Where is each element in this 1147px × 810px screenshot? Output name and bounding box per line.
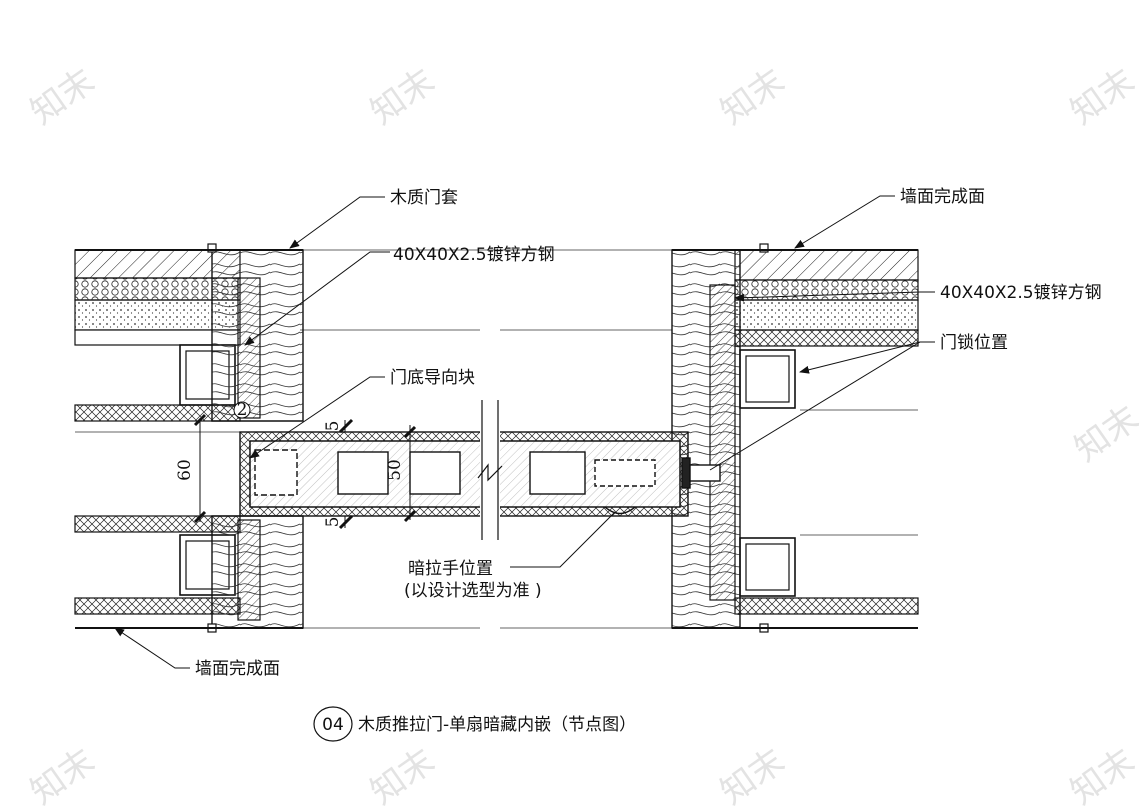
dimension-gap-bottom: 5 — [323, 517, 343, 528]
watermark-text: 知末 — [23, 61, 102, 133]
caption-number: 04 — [322, 715, 344, 735]
label-steel-left: 40X40X2.5镀锌方钢 — [393, 245, 555, 265]
label-handle-note: (以设计选型为准 ) — [404, 581, 542, 601]
watermark-text: 知末 — [1063, 61, 1142, 133]
dimension-opening: 60 — [175, 459, 195, 481]
caption-number-circle — [313, 706, 353, 742]
point-marker-label: 2 — [237, 400, 248, 420]
watermark-text: 知末 — [1067, 398, 1146, 470]
dimensions — [193, 413, 417, 530]
label-handle-position: 暗拉手位置 — [408, 559, 493, 579]
watermark-text: 知末 — [713, 741, 792, 810]
dimension-gap-top: 5 — [323, 421, 343, 432]
label-steel-right: 40X40X2.5镀锌方钢 — [940, 283, 1102, 303]
dimension-leaf: 50 — [385, 459, 405, 481]
watermark-text: 知末 — [363, 61, 442, 133]
watermark-text: 知末 — [1063, 741, 1142, 810]
watermark-text: 知末 — [363, 741, 442, 810]
point-marker — [233, 401, 251, 419]
watermark-text: 知末 — [713, 61, 792, 133]
label-lock-position: 门锁位置 — [940, 333, 1008, 353]
door-leaf — [239, 431, 721, 517]
break-line — [477, 400, 503, 540]
leader-lines — [114, 195, 935, 669]
watermark-text: 知末 — [23, 741, 102, 810]
right-wall-section — [671, 243, 919, 633]
label-wall-finish-bottom: 墙面完成面 — [195, 659, 280, 679]
label-guide-block: 门底导向块 — [390, 368, 475, 388]
caption-title: 木质推拉门-单扇暗藏内嵌（节点图） — [358, 715, 636, 735]
label-wall-finish-top: 墙面完成面 — [900, 187, 985, 207]
label-door-casing: 木质门套 — [390, 188, 458, 208]
